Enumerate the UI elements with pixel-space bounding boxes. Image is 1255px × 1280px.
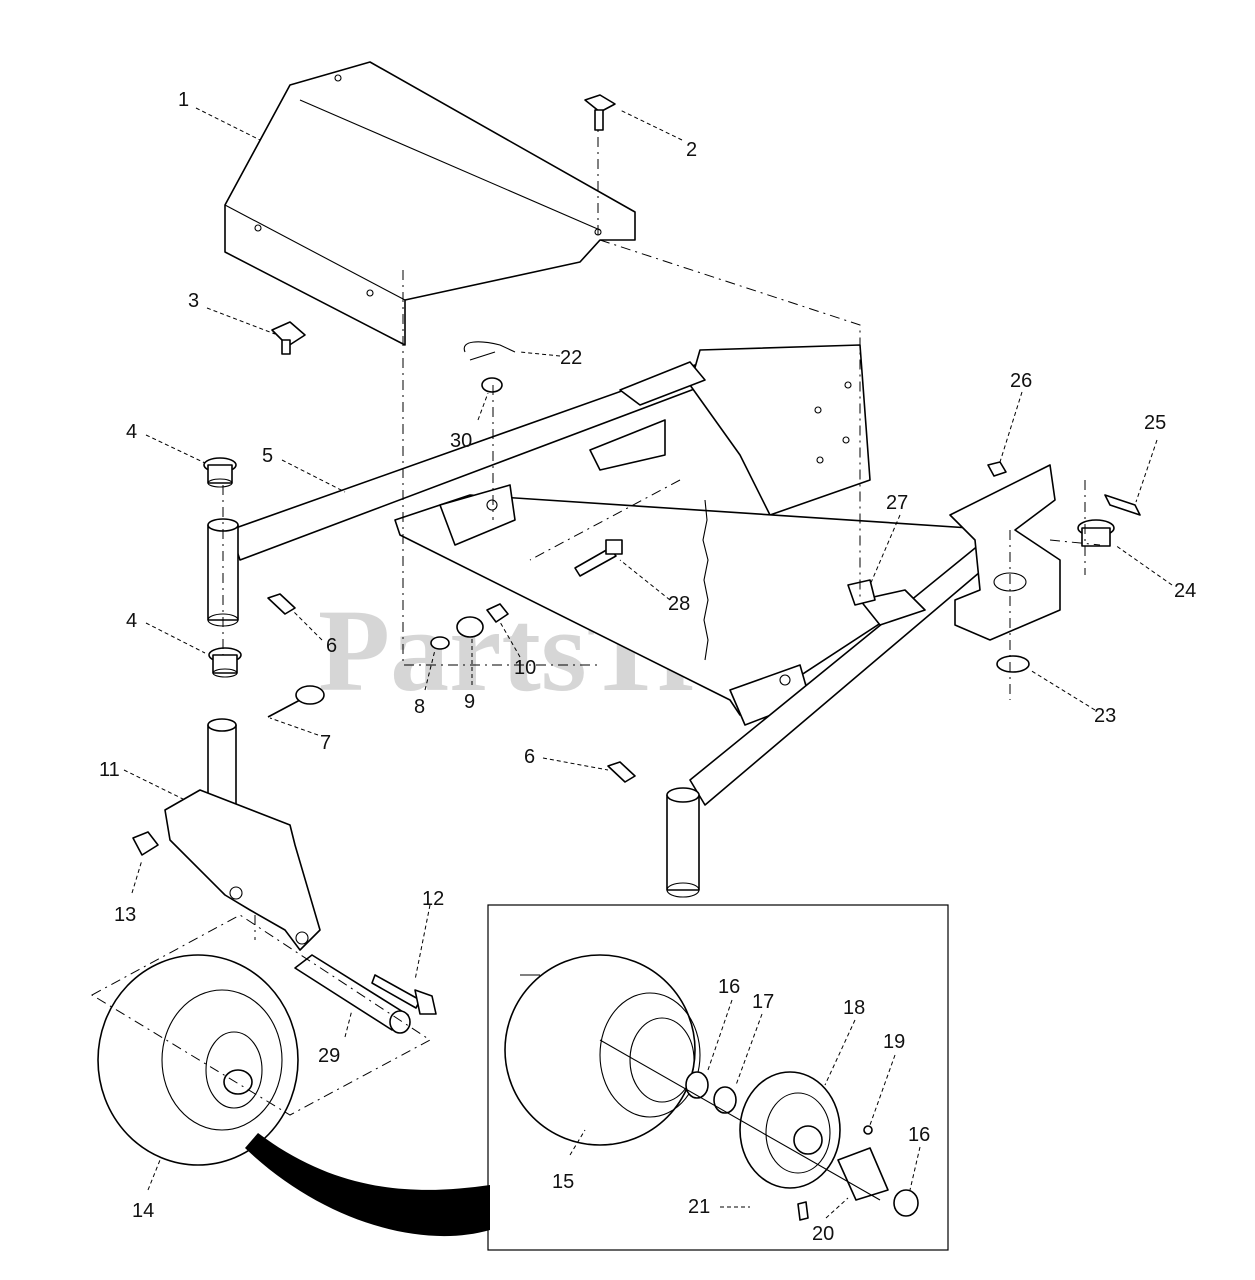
callout-11: 11 <box>99 759 120 781</box>
callout-12: 12 <box>422 888 444 910</box>
callout-4-bottom: 4 <box>126 610 137 632</box>
callout-10: 10 <box>514 657 536 679</box>
chain <box>702 499 709 661</box>
callout-9: 9 <box>464 691 475 713</box>
callout-27: 27 <box>886 492 908 514</box>
callout-4-top: 4 <box>126 421 137 443</box>
part-2-knob <box>584 94 616 131</box>
part-27-clip-nut <box>847 579 876 606</box>
part-23-retaining-ring <box>996 655 1030 673</box>
part-5-frame <box>229 344 1061 806</box>
part-30-washer <box>481 377 503 393</box>
callout-25: 25 <box>1144 412 1166 434</box>
part-4-bushing-top <box>203 457 237 488</box>
callout-29: 29 <box>318 1045 340 1067</box>
callout-14: 14 <box>132 1200 154 1222</box>
callout-3: 3 <box>188 290 199 312</box>
construction-lines <box>90 130 1101 1116</box>
callout-26: 26 <box>1010 370 1032 392</box>
callout-30: 30 <box>450 430 472 452</box>
part-9-washer <box>456 616 484 638</box>
callout-5: 5 <box>262 445 273 467</box>
part-10-nut <box>486 603 509 623</box>
callout-22: 22 <box>560 347 582 369</box>
part-24-bushing <box>1077 519 1115 547</box>
part-8-lockwasher <box>430 636 450 650</box>
callout-19: 19 <box>883 1031 905 1053</box>
part-25-bolt <box>1104 494 1141 516</box>
part-7-pin <box>267 685 325 718</box>
part-6-grease-fitting-left <box>267 593 296 615</box>
callouts: 1 2 3 4 5 4 6 7 11 8 9 10 6 13 12 29 14 … <box>99 89 1196 1245</box>
part-4-bushing-bottom <box>208 647 242 678</box>
part-28-bolt <box>574 539 623 577</box>
part-13-nut <box>132 831 159 856</box>
part-1-shield <box>224 61 636 346</box>
leader-lines <box>123 107 1173 1219</box>
callout-24: 24 <box>1174 580 1196 602</box>
callout-15: 15 <box>552 1171 574 1193</box>
part-26-nut <box>987 461 1007 477</box>
callout-17: 17 <box>752 991 774 1013</box>
part-29-spacer <box>294 954 411 1034</box>
callout-1: 1 <box>178 89 189 111</box>
callout-21: 21 <box>688 1196 710 1218</box>
part-6-grease-fitting-right <box>607 761 636 783</box>
callout-20: 20 <box>812 1223 834 1245</box>
callout-6-right: 6 <box>524 746 535 768</box>
callout-6-left: 6 <box>326 635 337 657</box>
part-12-bolt <box>371 974 437 1015</box>
part-14-wheel <box>97 954 490 1237</box>
part-3-knob <box>271 321 306 355</box>
callout-8: 8 <box>414 696 425 718</box>
right-spindle-tube <box>666 787 700 898</box>
callout-7: 7 <box>320 732 331 754</box>
callout-2: 2 <box>686 139 697 161</box>
callout-23: 23 <box>1094 705 1116 727</box>
inset-wheel-exploded <box>487 904 949 1251</box>
part-11-caster-fork <box>164 718 321 951</box>
callout-18: 18 <box>843 997 865 1019</box>
part-22-hairpin-clip <box>463 341 516 361</box>
callout-16-left: 16 <box>718 976 740 998</box>
callout-28: 28 <box>668 593 690 615</box>
callout-16-right: 16 <box>908 1124 930 1146</box>
callout-13: 13 <box>114 904 136 926</box>
